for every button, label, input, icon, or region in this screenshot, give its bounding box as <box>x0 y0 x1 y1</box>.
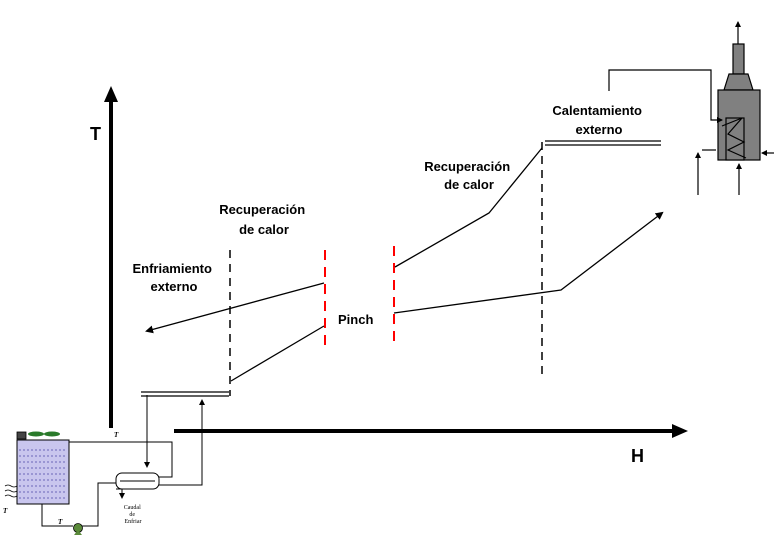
cooling-tank-icon: T T T <box>3 431 119 526</box>
cold-composite-curve <box>145 211 664 334</box>
hot-composite-curve <box>230 147 543 382</box>
external-heating-bar <box>545 140 661 146</box>
external-heating-label: Calentamiento externo <box>552 103 645 137</box>
cooler-caption: Caudal de Enfriar <box>124 505 143 525</box>
cooler-t-label-top: T <box>114 431 119 439</box>
y-axis-label: T <box>90 124 101 144</box>
heat-recovery-right-label: Recuperación de calor <box>424 159 514 192</box>
pump-base <box>74 530 82 535</box>
external-cooling-label: Enfriamiento externo <box>132 261 215 294</box>
cooler-t-label-left: T <box>3 507 8 515</box>
cooler-t-label-bottom: T <box>58 518 63 526</box>
heat-recovery-left-label: Recuperación de calor <box>219 202 309 237</box>
pinch-label: Pinch <box>338 312 373 327</box>
y-axis <box>104 86 118 428</box>
x-axis <box>174 424 688 438</box>
heat-exchanger-icon <box>41 395 205 527</box>
external-cooling-bar <box>141 391 229 397</box>
x-axis-label: H <box>631 446 644 466</box>
furnace-icon <box>608 21 774 195</box>
